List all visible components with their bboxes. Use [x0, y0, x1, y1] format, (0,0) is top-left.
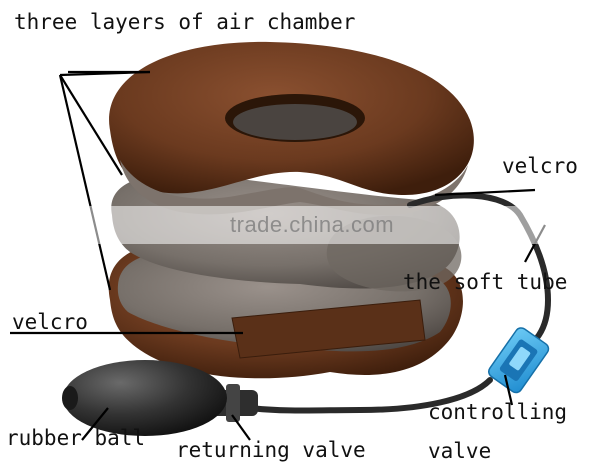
label-velcro-top: velcro: [502, 154, 578, 178]
velcro-strap: [231, 299, 426, 359]
watermark-band: [0, 206, 600, 244]
label-velcro-left: velcro: [12, 310, 88, 334]
label-returning-valve: returning valve: [176, 438, 366, 462]
label-valve: valve: [428, 439, 492, 463]
watermark-text: trade.china.com: [230, 212, 395, 237]
label-three-layers: three layers of air chamber: [14, 10, 356, 34]
rubber-ball: [63, 360, 227, 436]
label-rubber-ball: rubber ball: [6, 426, 146, 450]
top-air-chamber: [109, 41, 474, 215]
lower-tube: [247, 377, 493, 414]
label-controlling: controlling: [428, 400, 568, 424]
controlling-valve: [488, 327, 550, 394]
label-soft-tube: the soft tube: [403, 270, 568, 294]
